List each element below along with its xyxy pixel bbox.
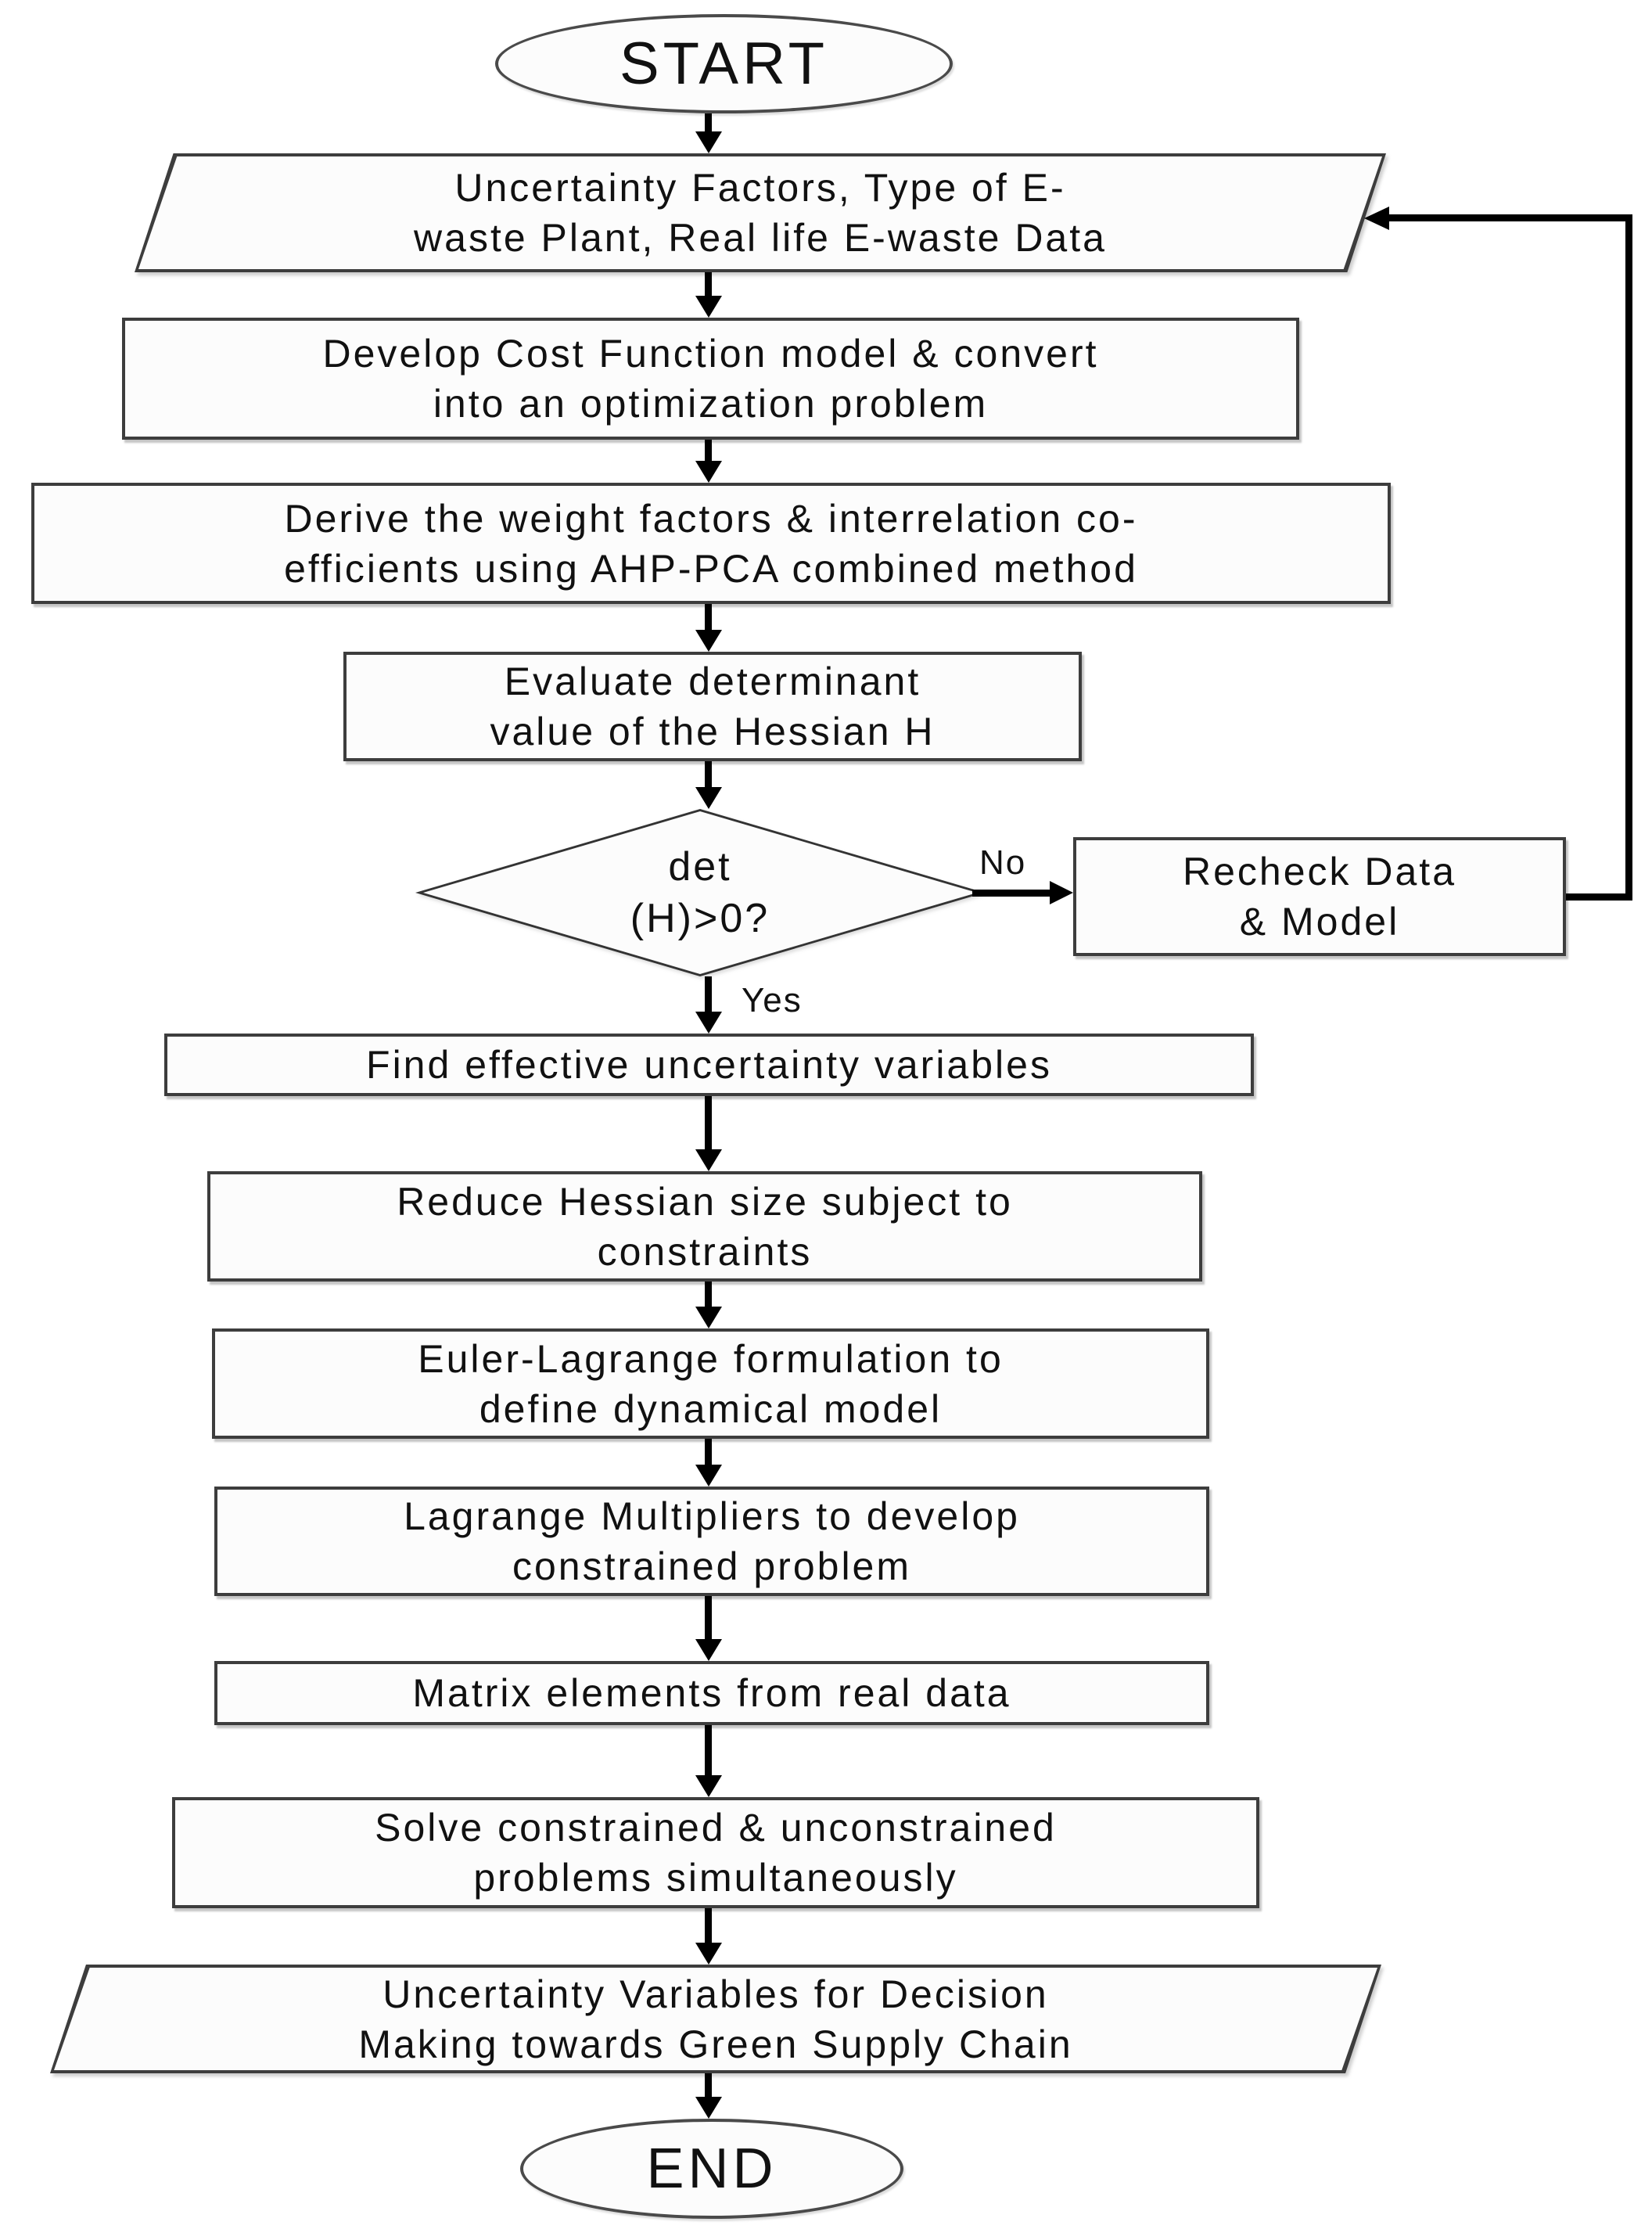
arrow-head xyxy=(695,1943,722,1965)
arrow-develop-to-derive xyxy=(695,440,722,483)
feedback-line-horizontal-top xyxy=(1389,214,1632,221)
parallelogram-fill xyxy=(54,1968,1377,2070)
arrow-head xyxy=(695,630,722,652)
arrow-shaft xyxy=(705,761,712,790)
arrow-start-to-input xyxy=(695,113,722,153)
evaluate-determinant-step: Evaluate determinant value of the Hessia… xyxy=(343,652,1082,761)
derive-weight-factors-step: Derive the weight factors & interrelatio… xyxy=(31,483,1391,604)
euler-label: Euler-Lagrange formulation to define dyn… xyxy=(418,1336,1004,1431)
arrow-shaft xyxy=(705,440,712,464)
derive-label: Derive the weight factors & interrelatio… xyxy=(284,496,1138,591)
parallelogram-fill xyxy=(138,156,1382,269)
arrow-reduce-to-euler xyxy=(695,1282,722,1328)
solve-label: Solve constrained & unconstrained proble… xyxy=(375,1806,1057,1900)
find-uncertainty-variables-step: Find effective uncertainty variables xyxy=(164,1034,1254,1096)
arrow-shaft xyxy=(705,272,712,299)
arrow-shaft xyxy=(705,1439,712,1468)
feedback-line-horizontal-bottom xyxy=(1566,893,1632,901)
start-terminator: START xyxy=(495,14,953,113)
arrow-shaft xyxy=(705,1282,712,1310)
end-label: END xyxy=(646,2137,778,2200)
arrow-euler-to-lagrange xyxy=(695,1439,722,1487)
matrix-label: Matrix elements from real data xyxy=(412,1671,1011,1715)
feedback-line-vertical xyxy=(1625,214,1632,901)
arrow-shaft xyxy=(705,1725,712,1778)
arrow-head xyxy=(695,1307,722,1328)
arrow-head xyxy=(695,2097,722,2119)
arrow-derive-to-evaluate xyxy=(695,604,722,652)
arrow-shaft xyxy=(705,604,712,633)
output-label: Uncertainty Variables for Decision Makin… xyxy=(358,1972,1073,2066)
arrow-shaft xyxy=(705,2073,712,2100)
decision-label: det (H)>0? xyxy=(630,844,770,941)
yes-branch-label: Yes xyxy=(742,981,803,1019)
arrow-matrix-to-solve xyxy=(695,1725,722,1797)
input-parallelogram: Uncertainty Factors, Type of E- waste Pl… xyxy=(135,153,1386,272)
arrow-head xyxy=(1050,881,1073,904)
matrix-elements-step: Matrix elements from real data xyxy=(214,1661,1209,1725)
recheck-label: Recheck Data & Model xyxy=(1182,850,1457,944)
arrow-head xyxy=(695,1465,722,1487)
arrow-output-to-end xyxy=(695,2073,722,2119)
arrow-head xyxy=(695,1775,722,1797)
start-label: START xyxy=(619,30,829,97)
feedback-arrow-head xyxy=(1364,207,1389,230)
arrow-head xyxy=(695,461,722,483)
output-parallelogram: Uncertainty Variables for Decision Makin… xyxy=(50,1965,1381,2073)
arrow-shaft xyxy=(705,1096,712,1152)
end-terminator: END xyxy=(520,2119,903,2219)
no-branch-label: No xyxy=(979,843,1027,882)
determinant-decision-diamond: det (H)>0? xyxy=(415,809,985,976)
arrow-head xyxy=(695,131,722,153)
reduce-label: Reduce Hessian size subject to constrain… xyxy=(397,1179,1013,1274)
arrow-shaft xyxy=(972,890,1053,897)
reduce-hessian-step: Reduce Hessian size subject to constrain… xyxy=(207,1171,1202,1282)
arrow-head xyxy=(695,1639,722,1661)
find-label: Find effective uncertainty variables xyxy=(366,1043,1052,1087)
lagrange-label: Lagrange Multipliers to develop constrai… xyxy=(404,1494,1020,1588)
evaluate-label: Evaluate determinant value of the Hessia… xyxy=(490,660,936,753)
arrow-evaluate-to-decision xyxy=(695,761,722,809)
arrow-find-to-reduce xyxy=(695,1096,722,1171)
lagrange-multipliers-step: Lagrange Multipliers to develop constrai… xyxy=(214,1487,1209,1596)
arrow-head xyxy=(695,787,722,809)
arrow-decision-to-recheck xyxy=(972,881,1073,904)
arrow-shaft xyxy=(705,1596,712,1642)
arrow-shaft xyxy=(705,976,712,1015)
arrow-input-to-develop xyxy=(695,272,722,318)
arrow-head xyxy=(695,296,722,318)
arrow-shaft xyxy=(705,1908,712,1946)
arrow-decision-to-find xyxy=(695,976,722,1034)
recheck-data-model-step: Recheck Data & Model xyxy=(1073,837,1566,956)
arrow-shaft xyxy=(705,113,712,135)
input-label: Uncertainty Factors, Type of E- waste Pl… xyxy=(414,166,1107,260)
develop-label: Develop Cost Function model & convert in… xyxy=(322,332,1099,426)
solve-problems-step: Solve constrained & unconstrained proble… xyxy=(172,1797,1259,1908)
arrow-head xyxy=(695,1149,722,1171)
arrow-head xyxy=(695,1012,722,1034)
euler-lagrange-step: Euler-Lagrange formulation to define dyn… xyxy=(212,1328,1209,1439)
arrow-lagrange-to-matrix xyxy=(695,1596,722,1661)
arrow-solve-to-output xyxy=(695,1908,722,1965)
develop-cost-function-step: Develop Cost Function model & convert in… xyxy=(122,318,1299,440)
